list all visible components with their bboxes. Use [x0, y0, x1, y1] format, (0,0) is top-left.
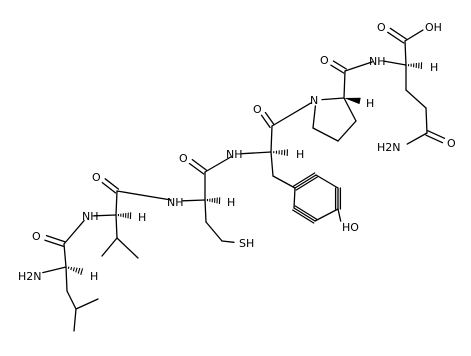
- double-bond-line: [294, 205, 317, 220]
- val-alpha-h-label: H: [138, 211, 146, 224]
- single-bond: [221, 240, 235, 243]
- double-bond-line: [44, 239, 64, 247]
- gln-side-carbonyl-o-label: O: [447, 137, 456, 150]
- leu-val-amide-nh-label: NH: [82, 210, 99, 223]
- double-bond-line: [264, 111, 275, 126]
- single-bond: [272, 175, 296, 189]
- leu-carbonyl-o-label: O: [32, 230, 41, 243]
- pro-carbonyl-o-label: O: [320, 54, 329, 67]
- double-bond-line: [191, 158, 208, 171]
- double-bond-line: [293, 172, 316, 187]
- single-bond: [337, 120, 357, 142]
- single-bond: [405, 89, 427, 109]
- single-bond: [406, 132, 428, 145]
- single-bond: [63, 219, 85, 245]
- single-bond: [315, 174, 339, 189]
- double-bond-line: [425, 134, 444, 144]
- double-bond-line: [45, 234, 66, 243]
- single-bond: [116, 190, 172, 201]
- single-bond: [93, 214, 117, 217]
- n-terminal-amine-label: H2N: [18, 270, 42, 283]
- bond-layer: [42, 27, 446, 332]
- single-bond: [116, 237, 139, 259]
- single-bond: [343, 97, 357, 122]
- single-bond: [312, 127, 339, 142]
- cys-thiol-label: SH: [239, 237, 254, 250]
- single-bond: [75, 298, 99, 310]
- single-bond: [205, 221, 223, 242]
- pro-alpha-h-label: H: [366, 97, 374, 110]
- cys-tyr-amide-nh-label: NH: [226, 148, 243, 161]
- single-bond: [294, 174, 317, 189]
- single-bond: [271, 102, 312, 127]
- single-bond: [293, 207, 316, 222]
- hashed-bond-stroke: [80, 268, 84, 275]
- single-bond: [204, 199, 207, 223]
- double-bond-line: [101, 181, 117, 194]
- double-bond-line: [332, 60, 347, 70]
- single-bond: [115, 214, 118, 239]
- gln-alpha-h-label: H: [430, 61, 438, 74]
- single-bond: [63, 243, 67, 268]
- double-bond-line: [295, 176, 318, 191]
- double-bond-line: [292, 209, 315, 224]
- single-bond: [241, 151, 272, 155]
- single-bond: [425, 107, 428, 134]
- c-terminal-acid-label: OH: [425, 21, 442, 34]
- cys-alpha-h-label: H: [227, 196, 235, 209]
- c-terminal-carbonyl-o-label: O: [377, 21, 386, 34]
- tyr-alpha-h-label: H: [296, 148, 304, 161]
- single-bond: [101, 237, 118, 257]
- double-bond-line: [104, 178, 120, 190]
- single-bond: [343, 70, 346, 99]
- gln-side-amine-label: H2N: [377, 141, 401, 154]
- single-bond: [115, 190, 118, 216]
- single-bond: [293, 187, 296, 209]
- tyr-carbonyl-o-label: O: [253, 103, 262, 116]
- pro-gln-amide-nh-label: NH: [369, 55, 386, 68]
- double-bond-line: [188, 162, 205, 175]
- single-bond: [321, 97, 345, 101]
- double-bond-line: [389, 27, 407, 40]
- double-bond-line: [330, 64, 345, 74]
- single-bond: [404, 40, 407, 66]
- cys-carbonyl-o-label: O: [179, 152, 188, 165]
- double-bond-line: [427, 130, 446, 139]
- tyr-phenol-label: HO: [342, 221, 359, 234]
- leu-alpha-h-label: H: [90, 270, 98, 283]
- double-bond-line: [387, 31, 405, 44]
- single-bond: [314, 208, 339, 222]
- hashed-bond-stroke: [70, 266, 73, 271]
- single-bond: [404, 29, 424, 42]
- single-bond: [344, 61, 373, 72]
- single-bond: [204, 156, 232, 173]
- val-carbonyl-o-label: O: [92, 171, 101, 184]
- wedge-bond: [344, 97, 361, 105]
- single-bond: [73, 308, 77, 332]
- double-bond-line: [260, 114, 271, 129]
- hashed-bond-stroke: [77, 267, 81, 274]
- single-bond: [270, 151, 274, 177]
- single-bond: [383, 60, 407, 66]
- single-bond: [66, 290, 77, 310]
- val-cys-amide-nh-label: NH: [167, 196, 184, 209]
- single-bond: [65, 266, 68, 292]
- single-bond: [337, 208, 342, 222]
- pro-ring-n-label: N: [310, 94, 318, 107]
- single-bond: [270, 125, 273, 153]
- single-bond: [312, 105, 317, 129]
- hashed-bond-stroke: [75, 267, 78, 273]
- hashed-bond-stroke: [67, 266, 70, 269]
- hashed-bond-stroke: [72, 267, 75, 272]
- single-bond: [182, 199, 206, 202]
- atom-label-layer: H2N H NH H NH H SH NH H HO N H NH H H2N …: [18, 21, 456, 283]
- single-bond: [42, 266, 67, 274]
